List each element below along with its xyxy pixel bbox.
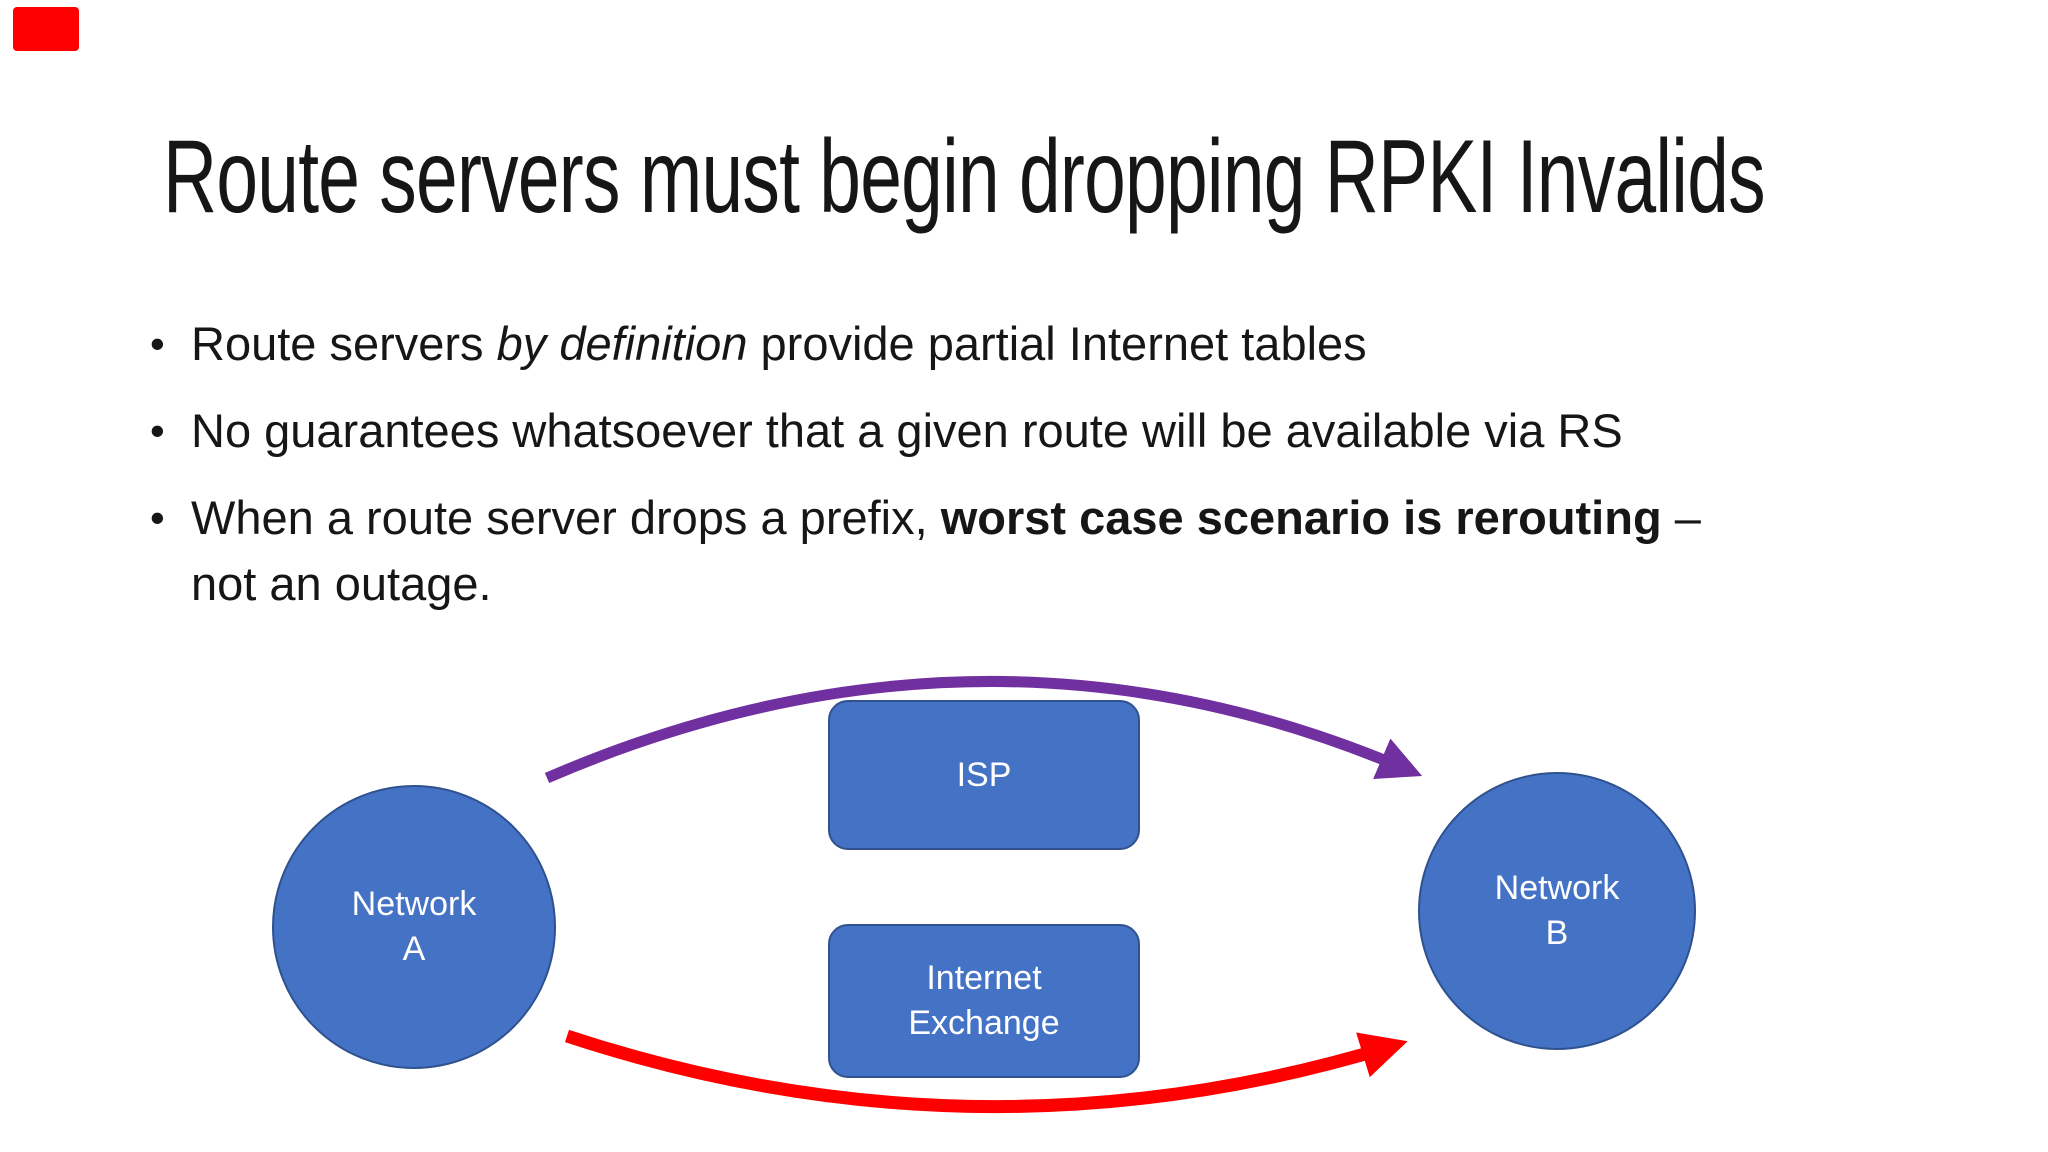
network-b-node: Network B — [1418, 772, 1696, 1050]
bullet-segment: No guarantees whatsoever that a given ro… — [191, 403, 1623, 457]
recording-indicator — [13, 7, 79, 51]
internet-exchange-box: Internet Exchange — [828, 924, 1140, 1078]
bullet-segment: When a route server drops a prefix, — [191, 490, 941, 544]
bullet-segment: worst case scenario is rerouting — [940, 490, 1662, 544]
bullet-segment: not an outage. — [191, 556, 492, 610]
network-b-label-line2: B — [1545, 914, 1569, 952]
bullet-segment: – — [1661, 490, 1701, 544]
bullet-marker: • — [150, 493, 165, 541]
bullet-item: • Route servers by definition provide par… — [150, 311, 1940, 377]
bullet-text: Route servers by definition provide part… — [191, 311, 1940, 377]
slide-title: Route servers must begin dropping RPKI I… — [163, 119, 1766, 235]
bullet-segment: by definition — [496, 317, 748, 370]
bullet-segment: Route servers — [191, 317, 497, 370]
network-a-label-line1: Network — [351, 885, 477, 924]
isp-box: ISP — [828, 700, 1140, 850]
bullet-text: No guarantees whatsoever that a given ro… — [191, 398, 1940, 464]
bullet-marker: • — [150, 320, 165, 367]
internet-exchange-label-line1: Internet — [926, 959, 1042, 998]
bullet-text: When a route server drops a prefix, wors… — [191, 485, 1940, 617]
isp-box-label: ISP — [956, 755, 1012, 794]
network-b-label-line1: Network — [1494, 869, 1620, 908]
bullet-segment: provide partial Internet tables — [747, 317, 1367, 370]
bullet-item: • When a route server drops a prefix, wor… — [150, 485, 1940, 617]
bullet-list: • Route servers by definition provide par… — [150, 311, 1940, 637]
internet-exchange-label-line2: Exchange — [908, 1004, 1060, 1042]
network-a-label-line2: A — [402, 930, 426, 968]
bullet-item: • No guarantees whatsoever that a given r… — [150, 398, 1940, 464]
network-a-node: Network A — [272, 785, 556, 1069]
bullet-marker: • — [150, 406, 165, 454]
